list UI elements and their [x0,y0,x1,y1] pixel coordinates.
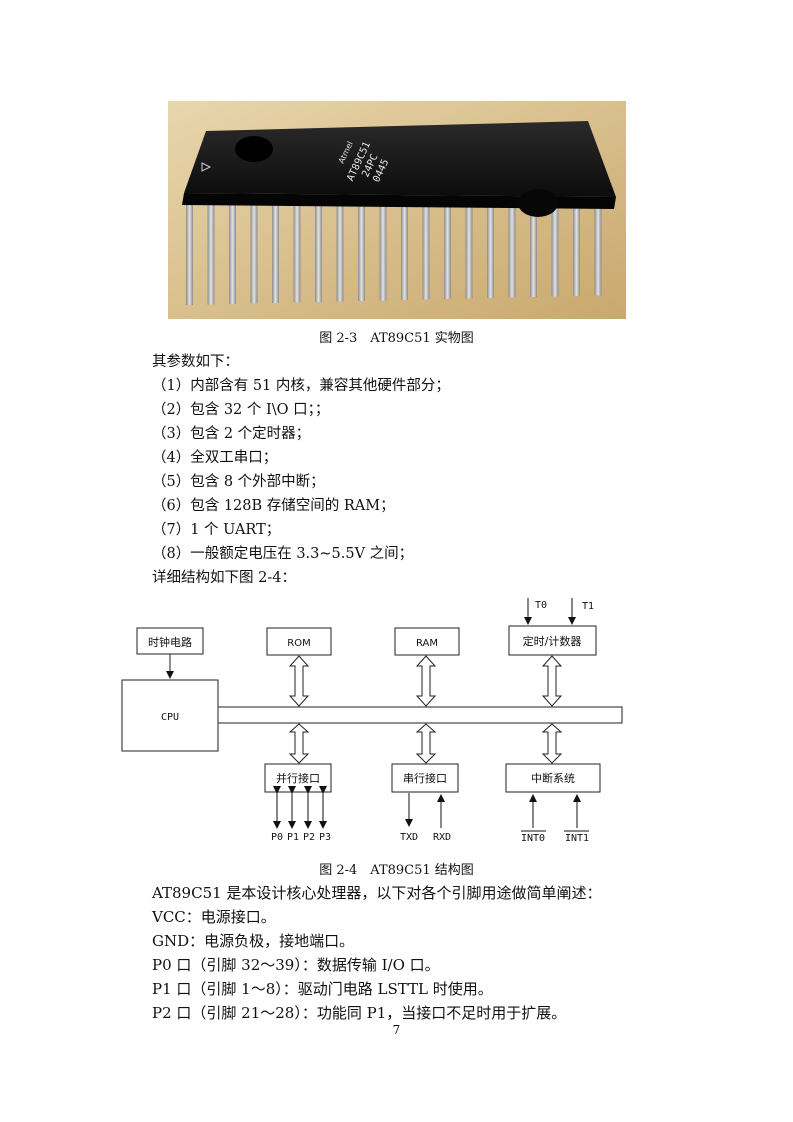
t1-label: T1 [582,601,594,612]
body-paragraph: GND：电源负极，接地端口。 [152,932,355,950]
chip-pin [186,201,193,305]
param-item: （7）1 个 UART； [152,522,281,538]
interrupt-box [505,763,601,793]
body-paragraph: P2 口（引脚 21～28）：功能同 P1，当接口不足时用于扩展。 [152,1004,567,1022]
param-item: （5）包含 8 个外部中断； [152,474,325,490]
param-item: （1）内部含有 51 内核，兼容其他硬件部分； [152,378,450,394]
clock-label: 时钟电路 [148,635,192,649]
p1-label: P1 [287,832,299,843]
chip-pin [551,201,559,297]
chip-pin [250,201,258,304]
system-bus [217,706,623,724]
chip-pin [573,201,580,296]
p3-label: P3 [319,832,331,843]
interrupt-label: 中断系统 [531,771,575,785]
chip-photo: Atmel AT89C51 24PC 0445 [168,101,626,319]
chip-pin [465,201,473,299]
chip-pin [315,201,322,302]
figure-caption-1: 图 2-3 AT89C51 实物图 [319,331,474,346]
params-intro: 其参数如下： [152,354,239,370]
chip-pin [487,201,494,298]
t0-label: T0 [535,600,547,611]
param-item: （3）包含 2 个定时器； [152,426,311,442]
rxd-label: RXD [433,832,451,843]
timer-box [508,625,597,656]
ram-box [394,627,460,656]
body-paragraph: P1 口（引脚 1～8）：驱动门电路 LSTTL 时使用。 [152,980,493,998]
page-number: 7 [392,1023,401,1037]
chip-pin [336,201,344,302]
param-item: （6）包含 128B 存储空间的 RAM； [152,498,395,514]
p2-label: P2 [303,832,315,843]
serial-box [391,763,459,793]
rom-box [266,627,332,656]
chip-pin [207,201,215,305]
chip-pin [594,201,602,296]
parallel-label: 并行接口 [276,771,320,785]
txd-label: TXD [400,832,418,843]
structure-diagram: 时钟电路 CPU ROM RAM 定时/计数器 并行接口 串行接口 中断系统 T… [121,598,623,844]
figure-caption-2: 图 2-4 AT89C51 结构图 [319,863,474,878]
timer-label: 定时/计数器 [523,634,582,648]
chip-pin [508,201,516,298]
chip-pin [530,201,537,297]
param-item: （8）一般额定电压在 3.3~5.5V 之间； [152,546,414,562]
param-item: （4）全双工串口； [152,450,278,466]
ram-label: RAM [416,638,438,649]
body-paragraph: AT89C51 是本设计核心处理器，以下对各个引脚用途做简单阐述： [152,884,602,902]
body-paragraph: VCC：电源接口。 [152,908,276,926]
chip-pin [422,201,430,300]
chip-pin [379,201,387,301]
parallel-box [264,763,332,793]
chip-pin [229,201,236,304]
cpu-label: CPU [161,712,179,723]
int0-label: INT0 [521,833,545,844]
chip-pin [358,201,365,301]
chip-pin [293,201,301,303]
serial-label: 串行接口 [403,772,447,785]
chip-pin [401,201,408,300]
detail-intro: 详细结构如下图 2-4： [152,570,296,586]
chip-pin [272,201,279,303]
rom-label: ROM [287,638,310,649]
bus-arrows [288,655,563,764]
chip-pin [444,201,451,299]
body-paragraph: P0 口（引脚 32～39）：数据传输 I/O 口。 [152,956,440,974]
param-item: （2）包含 32 个 I\O 口；； [152,402,330,418]
p0-label: P0 [271,832,283,843]
int1-label: INT1 [565,833,589,844]
